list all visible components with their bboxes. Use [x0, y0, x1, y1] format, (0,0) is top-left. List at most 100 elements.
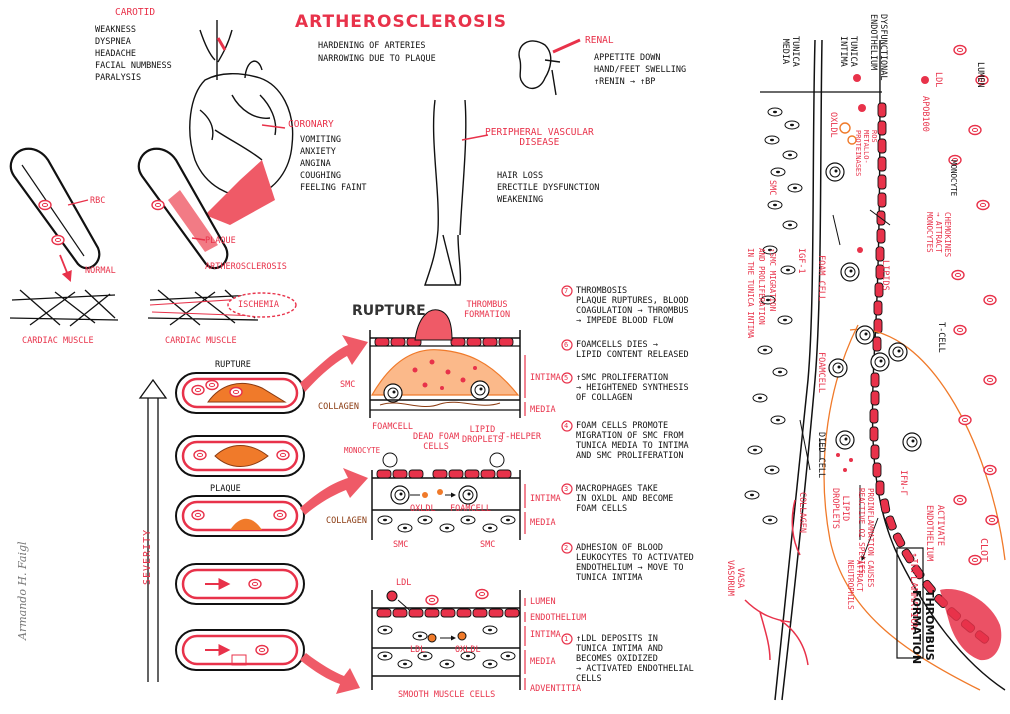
tunica-intima-label: TUNICA INTIMA: [838, 36, 858, 67]
vessel-stage-1: [175, 629, 305, 671]
lipids-label: LIPIDS: [880, 260, 890, 291]
renal-symptom: APPETITE DOWN: [594, 53, 661, 63]
step-markers: [561, 285, 573, 645]
page-title: ARTHEROSCLEROSIS: [295, 12, 507, 32]
plaque-pointer: [191, 237, 206, 241]
foam-cell-label: FOAM CELL: [816, 255, 826, 302]
step-5-text: ↑SMC PROLIFERATION → HEIGHTENED SYNTHESI…: [576, 373, 689, 403]
coronary-symptom: COUGHING: [300, 171, 341, 181]
renal-symptoms: APPETITE DOWN HAND/FEET SWELLING ↑RENIN …: [594, 52, 686, 88]
rbc-label: RBC: [90, 196, 106, 206]
severity-label: SEVERITY: [142, 528, 153, 585]
step-number-4: 4: [564, 422, 569, 430]
clot-label: CLOT: [978, 538, 989, 563]
lipid-droplets-label: LIPID DROPLETS: [462, 425, 503, 445]
rupture-collagen-label: COLLAGEN: [318, 402, 359, 412]
step-2-text: ADHESION OF BLOOD LEUKOCYTES TO ACTIVATE…: [576, 543, 694, 583]
coronary-symptom: FEELING FAINT: [300, 183, 367, 193]
carotid-symptom: PARALYSIS: [95, 73, 142, 83]
normal-label: NORMAL: [85, 266, 116, 276]
rupture-foamcell-label: FOAMCELL: [372, 422, 413, 432]
renal-label: RENAL: [585, 35, 614, 46]
pvd-label: PERIPHERAL VASCULAR DISEASE: [485, 127, 594, 148]
middle-media-label: MEDIA: [530, 518, 556, 528]
bottom-oxldl-label: OXLDL: [455, 645, 481, 655]
progression-vessels: [175, 335, 368, 694]
zoom-arrow-rupture: [300, 335, 368, 392]
coronary-symptom: ANGINA: [300, 159, 331, 169]
thrombus-formation-label: THROMBUS FORMATION: [464, 300, 511, 320]
igf-label: IGF-1: [796, 248, 806, 274]
dead-foam-cells-label: DEAD FOAM CELLS: [413, 432, 460, 452]
carotid-label: CAROTID: [115, 7, 156, 18]
pvd-symptom: HAIR LOSS: [497, 171, 544, 181]
cardiac-muscle-normal: [9, 289, 119, 327]
renal-symptom: HAND/FEET SWELLING: [594, 65, 687, 75]
atherosclerosis-vessel: [137, 147, 229, 270]
step-number-6: 6: [564, 341, 569, 349]
monocyte-right-label: MONOCYTE: [949, 160, 958, 197]
renal-symptom: ↑RENIN → ↑BP: [594, 77, 656, 87]
renal-marker: [552, 38, 581, 54]
progression-plaque-label: PLAQUE: [210, 484, 241, 494]
step-number-7: 7: [564, 287, 569, 295]
thrombus-formation-right-label: THROMBUS FORMATION: [910, 590, 936, 665]
vessel-stage-rupture: [175, 372, 305, 414]
normal-vessel: [9, 147, 101, 270]
vasa-vasorum-label: VASA VASORUM: [725, 560, 745, 596]
zoom-arrow-middle: [300, 468, 368, 515]
collagen-right-label: COLLAGEN: [797, 492, 807, 533]
attract-neutrophils-label: ATTRACT NEUTROPHILS: [846, 560, 864, 610]
carotid-symptom: DYSPNEA: [95, 37, 131, 47]
step-number-5: 5: [564, 374, 569, 382]
pvd-pointer: [461, 134, 489, 141]
kidney-drawing: [518, 40, 561, 96]
tunica-media-label: TUNICA MEDIA: [780, 36, 800, 67]
vessel-stage-2: [175, 563, 305, 605]
carotid-symptoms: WEAKNESS DYSPNEA HEADACHE FACIAL NUMBNES…: [95, 24, 172, 84]
ischemia-bubble: [227, 292, 297, 318]
rupture-smc-label: SMC: [340, 380, 356, 390]
step-3-text: MACROPHAGES TAKE IN OXLDL AND BECOME FOA…: [576, 484, 674, 514]
carotid-marker: [216, 37, 227, 51]
cardiac-muscle-label: CARDIAC MUSCLE: [165, 336, 237, 346]
vessel-stage-4: [175, 435, 305, 477]
carotid-symptom: FACIAL NUMBNESS: [95, 61, 172, 71]
right-panel-drawing: [744, 39, 1006, 701]
rupture-panel-drawing: [369, 309, 526, 418]
bottom-media-label: MEDIA: [530, 657, 556, 667]
zoom-arrow-bottom: [300, 653, 360, 694]
coronary-pointer: [261, 124, 286, 129]
pvd-symptom: WEAKENING: [497, 195, 544, 205]
middle-panel-drawing: [371, 452, 526, 540]
bottom-panel-drawing: [371, 588, 526, 690]
page-subtitle: HARDENING OF ARTERIES NARROWING DUE TO P…: [318, 41, 436, 64]
step-1-text: ↑LDL DEPOSITS IN TUNICA INTIMA AND BECOM…: [576, 634, 694, 684]
cardiac-muscle-label: CARDIAC MUSCLE: [22, 336, 94, 346]
rbc-pointer: [67, 199, 89, 206]
t-cell-label: T-CELL: [936, 322, 946, 353]
step-number-1: 1: [564, 635, 569, 643]
bottom-adventitia-label: ADVENTITIA: [530, 684, 582, 694]
step-4-text: FOAM CELLS PROMOTE MIGRATION OF SMC FROM…: [576, 421, 689, 461]
carotid-symptom: WEAKNESS: [95, 25, 136, 35]
bottom-intima-label: INTIMA: [530, 630, 561, 640]
chemokines-label: CHEMOKINES → ATTRACT MONOCYTES: [925, 212, 952, 258]
author-signature: Armando H. Faigl: [16, 541, 29, 640]
dysfunctional-endothelium-label: DYSFUNCTIONAL ENDOTHELIUM: [868, 14, 888, 81]
rupture-media-label: MEDIA: [530, 405, 556, 415]
coronary-symptoms: VOMITING ANXIETY ANGINA COUGHING FEELING…: [300, 134, 367, 194]
step-6-text: FOAMCELLS DIES → LIPID CONTENT RELEASED: [576, 340, 689, 360]
activate-endothelium-label: ACTIVATE ENDOTHELIUM: [924, 505, 945, 562]
middle-collagen-label: COLLAGEN: [326, 516, 367, 526]
apob100-label: APOB100: [920, 96, 930, 132]
pvd-symptoms: HAIR LOSS ERECTILE DYSFUNCTION WEAKENING: [497, 170, 599, 206]
ldl-label: LDL: [410, 645, 426, 655]
plaque-label: PLAQUE: [205, 236, 236, 246]
ifn-gamma-label: IFN-γ: [898, 470, 908, 496]
smooth-muscle-cells-label: SMOOTH MUSCLE CELLS: [398, 690, 496, 700]
rupture-title: RUPTURE: [352, 303, 426, 319]
dead-cell-label: DIED CELL: [816, 432, 826, 479]
coronary-symptom: ANXIETY: [300, 147, 336, 157]
lipid-droplets-right-label: LIPID DROPLETS: [830, 488, 850, 529]
